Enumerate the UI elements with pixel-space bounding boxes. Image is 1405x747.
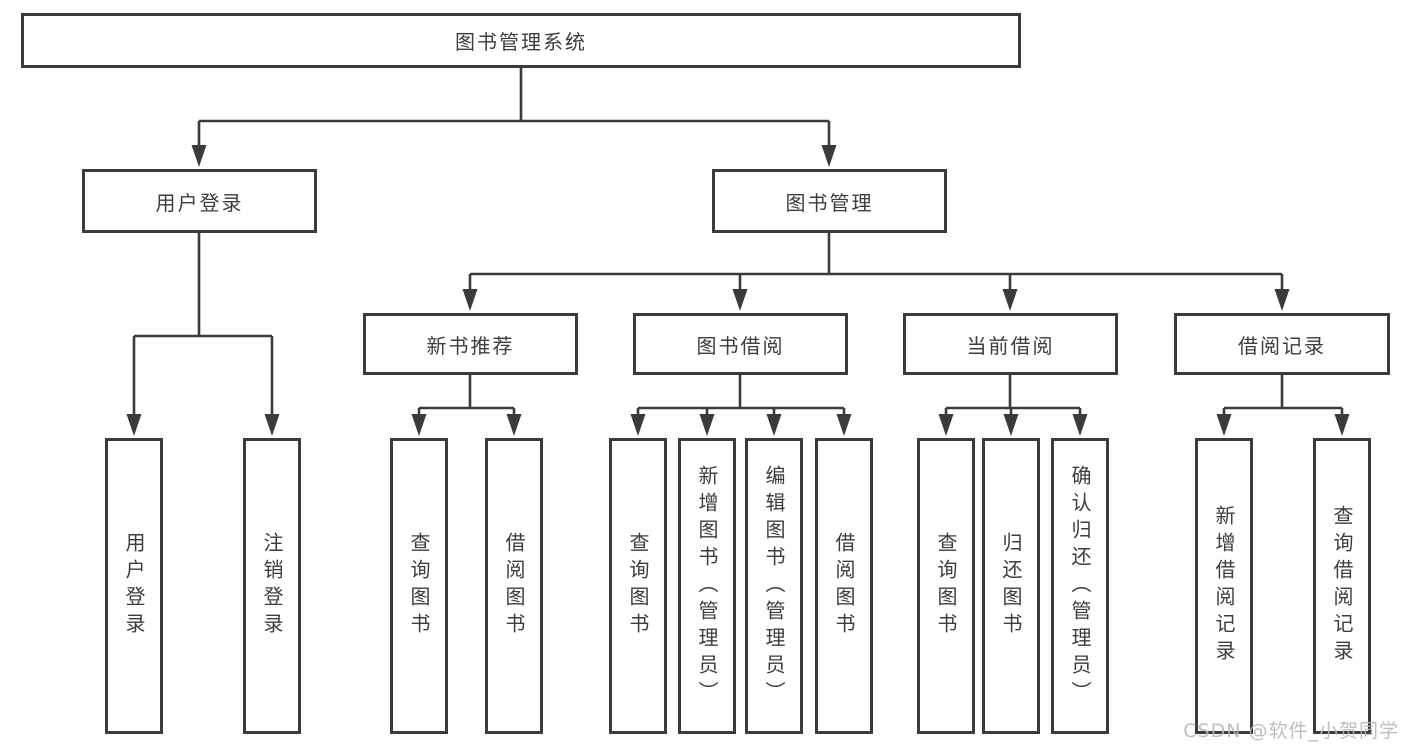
- connector-new-book-children: [417, 375, 516, 416]
- node-root: 图书管理系统: [21, 13, 1021, 68]
- arrowhead: [766, 414, 782, 436]
- leaf-add-borrow-record: 新增借阅记录: [1195, 438, 1253, 734]
- arrowhead: [699, 414, 715, 436]
- leaf-query-books-current: 查询图书: [917, 438, 975, 734]
- arrowhead: [1216, 414, 1232, 436]
- arrowhead: [1002, 289, 1018, 311]
- arrowhead: [630, 414, 646, 436]
- leaf-query-books-recommend: 查询图书: [390, 438, 448, 734]
- arrowhead: [1003, 414, 1019, 436]
- node-book-management: 图书管理: [712, 169, 947, 233]
- node-new-book-recommend: 新书推荐: [363, 313, 578, 375]
- arrowhead: [836, 414, 852, 436]
- node-user-login: 用户登录: [82, 169, 317, 233]
- arrowhead: [1072, 414, 1088, 436]
- connector-current-borrow-children: [944, 375, 1082, 416]
- arrowhead: [191, 145, 207, 167]
- node-borrow-records: 借阅记录: [1174, 313, 1390, 375]
- leaf-edit-book-admin: 编辑图书（管理员）: [745, 438, 803, 734]
- leaf-borrow-books: 借阅图书: [815, 438, 873, 734]
- arrowheads: [126, 145, 1350, 436]
- arrowhead: [821, 145, 837, 167]
- connector-borrow-records-children: [1222, 375, 1344, 416]
- arrowhead: [732, 289, 748, 311]
- arrowhead: [411, 414, 427, 436]
- arrowhead: [938, 414, 954, 436]
- leaf-query-borrow-record: 查询借阅记录: [1313, 438, 1371, 734]
- arrowhead: [1274, 289, 1290, 311]
- node-current-borrow: 当前借阅: [903, 313, 1118, 375]
- leaf-borrow-books-recommend: 借阅图书: [485, 438, 543, 734]
- leaf-user-login: 用户登录: [105, 438, 163, 734]
- arrowhead: [462, 289, 478, 311]
- connector-book-borrow-children: [636, 375, 846, 416]
- leaf-confirm-return-admin: 确认归还（管理员）: [1051, 438, 1109, 734]
- leaf-query-books-borrow: 查询图书: [609, 438, 667, 734]
- arrowhead: [1334, 414, 1350, 436]
- connector-book-management-children: [468, 233, 1284, 291]
- node-book-borrow: 图书借阅: [633, 313, 848, 375]
- leaf-logout: 注销登录: [243, 438, 301, 734]
- arrowhead: [264, 414, 280, 436]
- arrowhead: [126, 414, 142, 436]
- leaf-return-books: 归还图书: [982, 438, 1040, 734]
- connector-user-login-children: [132, 233, 274, 416]
- watermark-text: CSDN @软件_小贺同学: [1183, 720, 1399, 742]
- arrowhead: [506, 414, 522, 436]
- leaf-add-book-admin: 新增图书（管理员）: [678, 438, 736, 734]
- connector-root-to-level2: [197, 68, 831, 147]
